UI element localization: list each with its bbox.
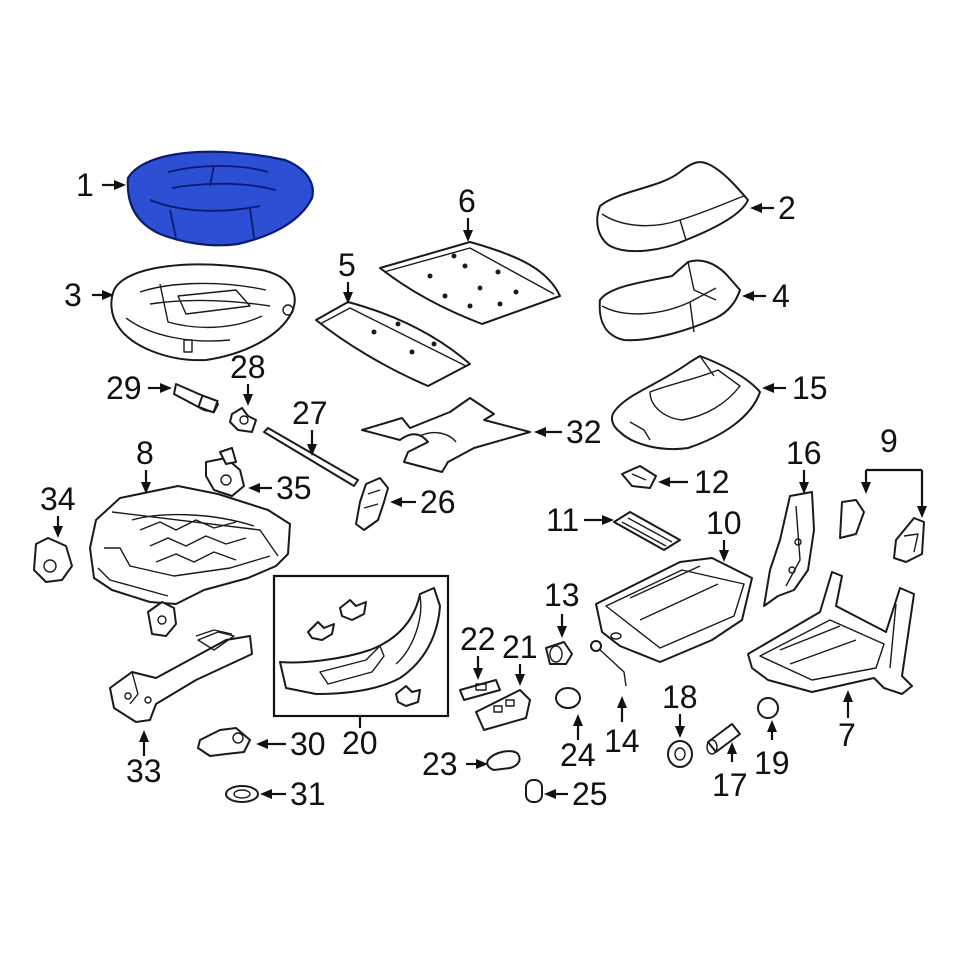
callout-30[interactable]: 30 — [290, 726, 326, 762]
callout-14[interactable]: 14 — [604, 723, 640, 759]
part-24-cap[interactable] — [555, 687, 581, 709]
part-2-cushion[interactable] — [596, 161, 749, 253]
part-28-fastener[interactable] — [229, 407, 257, 433]
callout-labels: 1 2 3 4 5 6 7 8 9 10 11 12 13 14 15 16 1… — [40, 167, 898, 812]
part-25-cap[interactable] — [525, 779, 543, 803]
callout-25[interactable]: 25 — [572, 776, 608, 812]
part-8-seat-frame[interactable] — [89, 485, 291, 637]
part-31-ring[interactable] — [225, 785, 259, 803]
callout-22[interactable]: 22 — [460, 621, 496, 657]
callout-5[interactable]: 5 — [338, 247, 356, 283]
part-34-plate[interactable] — [33, 537, 73, 583]
callout-4[interactable]: 4 — [772, 278, 790, 314]
callout-29[interactable]: 29 — [106, 370, 142, 406]
callout-8[interactable]: 8 — [136, 435, 154, 471]
part-12-clip[interactable] — [621, 465, 657, 489]
callout-16[interactable]: 16 — [786, 435, 822, 471]
part-17-sleeve[interactable] — [706, 723, 741, 755]
part-32-mat[interactable] — [361, 397, 531, 473]
part-6-panel[interactable] — [379, 241, 561, 325]
part-14-rod[interactable] — [590, 640, 627, 687]
part-16-trim[interactable] — [763, 491, 815, 607]
callout-20[interactable]: 20 — [342, 725, 378, 761]
callout-9[interactable]: 9 — [880, 423, 898, 459]
callout-13[interactable]: 13 — [544, 577, 580, 613]
callout-12[interactable]: 12 — [694, 464, 730, 500]
part-1-cushion-cover[interactable] — [126, 150, 314, 247]
part-5-panel[interactable] — [315, 301, 471, 387]
part-26-actuator[interactable] — [355, 477, 389, 531]
callout-21[interactable]: 21 — [502, 629, 538, 665]
part-11-plate[interactable] — [613, 511, 681, 551]
callout-2[interactable]: 2 — [778, 190, 796, 226]
callout-18[interactable]: 18 — [662, 679, 698, 715]
part-7-base[interactable] — [747, 571, 915, 695]
callout-19[interactable]: 19 — [754, 745, 790, 781]
callout-3[interactable]: 3 — [64, 277, 82, 313]
part-27-rod[interactable] — [263, 427, 359, 487]
part-15-tray[interactable] — [611, 355, 761, 450]
part-10-bin[interactable] — [595, 557, 753, 663]
part-30-motor[interactable] — [197, 727, 251, 757]
callout-17[interactable]: 17 — [712, 767, 748, 803]
callout-23[interactable]: 23 — [422, 746, 458, 782]
callout-35[interactable]: 35 — [276, 470, 312, 506]
callout-11[interactable]: 11 — [546, 502, 579, 538]
callout-34[interactable]: 34 — [40, 481, 76, 517]
leader-lines — [53, 180, 927, 799]
part-13-knob[interactable] — [545, 641, 573, 665]
callout-1[interactable]: 1 — [76, 167, 94, 203]
part-18-bushing[interactable] — [667, 740, 693, 768]
callout-28[interactable]: 28 — [230, 349, 266, 385]
callout-24[interactable]: 24 — [560, 737, 596, 773]
callout-32[interactable]: 32 — [566, 414, 602, 450]
callout-10[interactable]: 10 — [706, 505, 742, 541]
callout-15[interactable]: 15 — [792, 370, 828, 406]
part-35-bracket[interactable] — [205, 447, 245, 497]
callout-31[interactable]: 31 — [290, 776, 326, 812]
part-9-covers[interactable] — [839, 499, 925, 563]
part-23-knob[interactable] — [486, 750, 521, 771]
part-20-box[interactable] — [272, 574, 450, 718]
callout-7[interactable]: 7 — [838, 717, 856, 753]
part-3-cushion-pad[interactable] — [110, 263, 296, 362]
part-22-switch[interactable] — [459, 679, 501, 701]
callout-33[interactable]: 33 — [126, 753, 162, 789]
callout-26[interactable]: 26 — [420, 484, 456, 520]
part-4-cushion[interactable] — [598, 259, 741, 342]
part-19-cap[interactable] — [757, 697, 779, 719]
part-29-clip[interactable] — [173, 383, 219, 414]
part-21-switch[interactable] — [475, 689, 531, 731]
part-33-rail[interactable] — [109, 629, 253, 723]
callout-6[interactable]: 6 — [458, 183, 476, 219]
callout-27[interactable]: 27 — [292, 395, 328, 431]
